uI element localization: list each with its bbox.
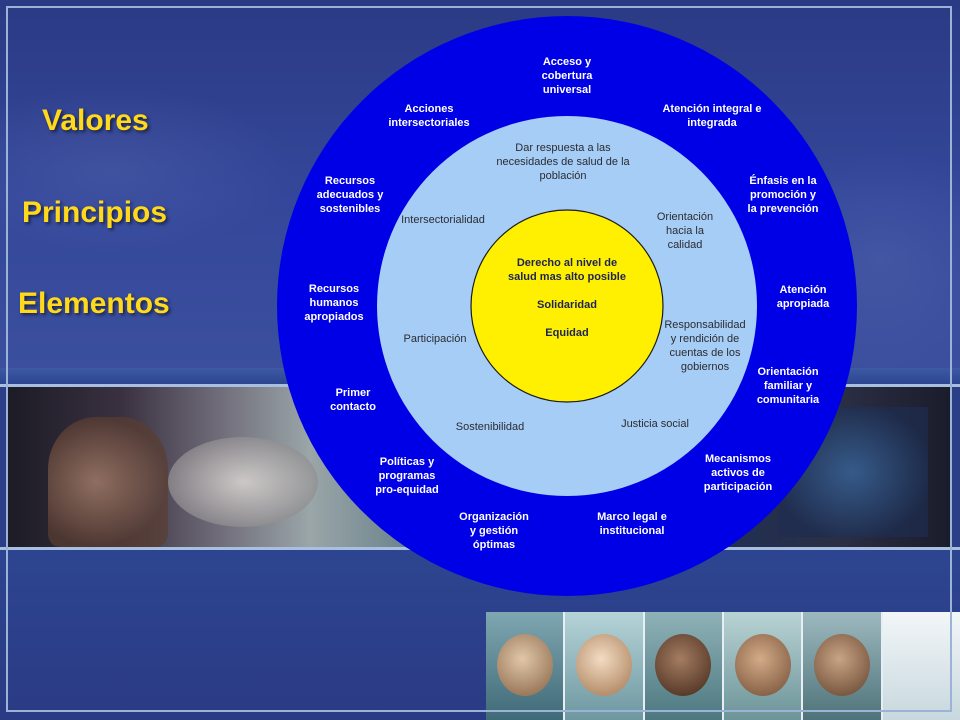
principle-intersectorialidad: Intersectorialidad	[401, 214, 485, 226]
photo-person	[48, 417, 168, 547]
child-photo	[723, 612, 804, 720]
principle-justicia-social: Justicia social	[621, 418, 689, 430]
child-photo	[486, 612, 566, 720]
principle-participacion: Participación	[404, 333, 467, 345]
child-face	[813, 634, 870, 696]
child-face	[655, 634, 712, 696]
children-photo-strip	[486, 612, 960, 720]
child-face	[734, 634, 791, 696]
photo-bed	[168, 437, 318, 527]
core-circle-valores	[470, 209, 664, 403]
label-principios: Principios	[22, 196, 168, 229]
child-photo	[882, 612, 960, 720]
child-face	[496, 634, 553, 696]
child-photo	[644, 612, 724, 720]
child-face	[575, 634, 632, 696]
principle-sostenibilidad: Sostenibilidad	[456, 421, 525, 433]
label-elementos: Elementos	[18, 287, 170, 320]
child-photo	[565, 612, 645, 720]
label-valores: Valores	[42, 104, 149, 137]
child-photo	[803, 612, 883, 720]
